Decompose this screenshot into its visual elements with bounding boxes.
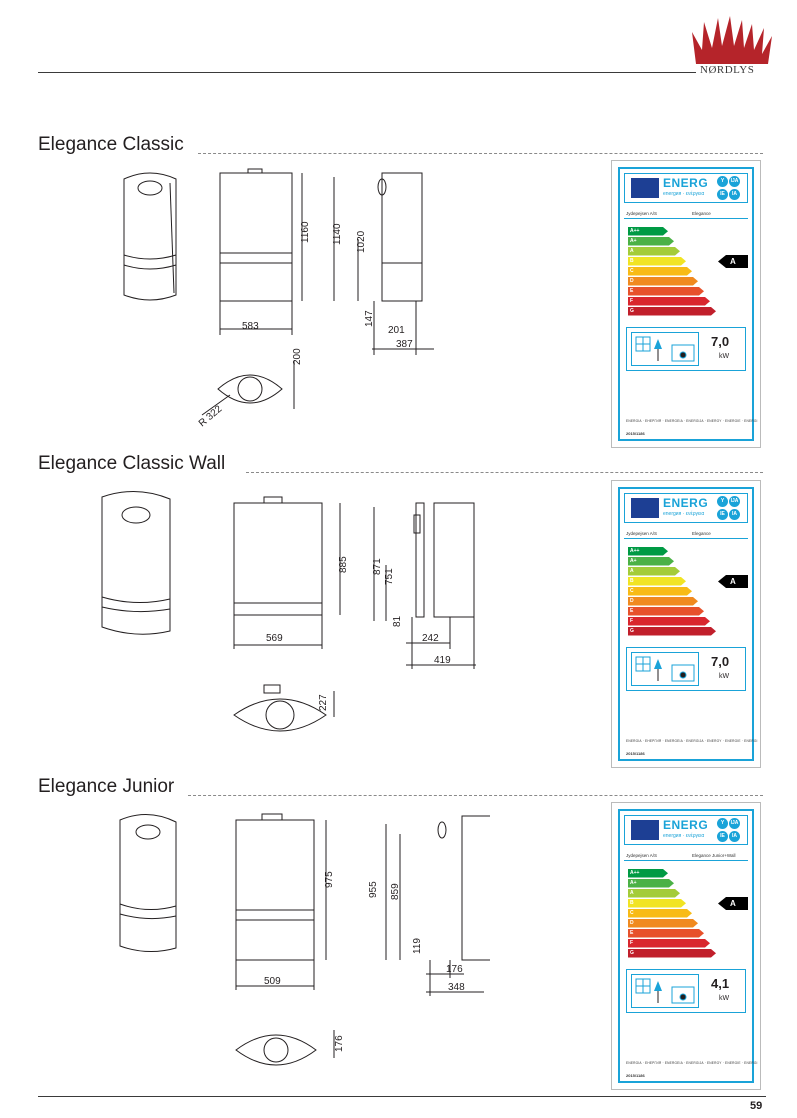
svg-text:583: 583 [242, 321, 259, 332]
label-header: ENERG energия · ενέργεια Y IJA IE IA [624, 493, 748, 523]
eu-flag-icon [631, 820, 659, 840]
section-rule-2 [246, 472, 763, 473]
eu-flag-icon [631, 498, 659, 518]
drawing-elegance-classic-wall: 885 871 751 569 81 242 419 227 [101, 490, 476, 732]
label-header: ENERG energия · ενέργεια Y IJA IE IA [624, 815, 748, 845]
svg-text:R 322: R 322 [197, 403, 225, 429]
svg-text:147: 147 [364, 310, 375, 327]
svg-text:348: 348 [448, 982, 465, 993]
energy-label-1: ENERG energия · ενέργεια Y IJA IE IA Jyd… [611, 160, 761, 448]
energy-bar-aplusplus: A++ [628, 547, 668, 556]
energy-bar-b: B [628, 257, 686, 266]
output-box: 7,0 kW [626, 327, 746, 371]
eu-flag-icon [631, 178, 659, 198]
svg-text:176: 176 [446, 964, 463, 975]
section-title-3: Elegance Junior [38, 776, 175, 797]
energy-bar-f: F [628, 617, 710, 626]
energy-label-2: ENERG energия · ενέργεια Y IJA IE IA Jyd… [611, 480, 761, 768]
output-box: 7,0 kW [626, 647, 746, 691]
section-rule-1 [198, 153, 763, 154]
brand-logo [690, 14, 774, 84]
drawing-elegance-junior: 975 955 859 509 119 176 348 176 [119, 813, 490, 1066]
energy-bar-aplus: A+ [628, 557, 674, 566]
energy-bar-d: D [628, 597, 698, 606]
svg-text:975: 975 [324, 871, 335, 888]
svg-text:176: 176 [334, 1035, 345, 1052]
section-rule-3 [188, 795, 763, 796]
svg-text:1140: 1140 [332, 223, 343, 245]
energy-bar-e: E [628, 287, 704, 296]
energy-bar-c: C [628, 909, 692, 918]
svg-text:242: 242 [422, 633, 439, 644]
svg-text:955: 955 [368, 881, 379, 898]
page-number: 59 [750, 1100, 763, 1112]
brand-name: NØRDLYS [700, 64, 755, 76]
energy-bar-aplusplus: A++ [628, 869, 668, 878]
svg-text:81: 81 [392, 615, 403, 627]
room-heating-icon [631, 332, 699, 366]
room-heating-icon [631, 652, 699, 686]
energy-bar-g: G [628, 627, 716, 636]
room-heating-icon [631, 974, 699, 1008]
svg-text:885: 885 [338, 556, 349, 573]
energy-class-arrow: A [718, 575, 748, 588]
energy-bar-a: A [628, 889, 680, 898]
svg-text:1160: 1160 [300, 221, 311, 243]
footer-rule [38, 1096, 766, 1097]
energy-scale: A++ A+ A B C D E F G [628, 547, 718, 643]
svg-text:871: 871 [372, 558, 383, 575]
svg-text:859: 859 [390, 883, 401, 900]
energy-bar-e: E [628, 607, 704, 616]
energy-bar-g: G [628, 949, 716, 958]
energy-bar-aplus: A+ [628, 879, 674, 888]
svg-text:1020: 1020 [356, 230, 367, 253]
svg-text:201: 201 [388, 325, 405, 336]
energy-bar-b: B [628, 577, 686, 586]
energy-bar-f: F [628, 939, 710, 948]
energy-bar-a: A [628, 247, 680, 256]
svg-text:569: 569 [266, 633, 283, 644]
energy-bar-b: B [628, 899, 686, 908]
energy-bar-aplusplus: A++ [628, 227, 668, 236]
energy-scale: A++ A+ A B C D E F G [628, 227, 718, 323]
energy-bar-d: D [628, 919, 698, 928]
energy-bar-e: E [628, 929, 704, 938]
energy-class-arrow: A [718, 897, 748, 910]
label-header: ENERG energия · ενέργεια Y IJA IE IA [624, 173, 748, 203]
section-title-1: Elegance Classic [38, 134, 184, 155]
energy-label-3: ENERG energия · ενέργεια Y IJA IE IA Jyd… [611, 802, 761, 1090]
svg-text:119: 119 [412, 938, 423, 954]
energy-bar-d: D [628, 277, 698, 286]
drawing-elegance-classic: 1160 1140 1020 583 147 201 387 200 R 322 [123, 168, 434, 429]
energy-bar-c: C [628, 267, 692, 276]
energy-bar-f: F [628, 297, 710, 306]
section-title-2: Elegance Classic Wall [38, 453, 226, 474]
energy-bar-aplus: A+ [628, 237, 674, 246]
header-rule [38, 72, 696, 73]
energy-bar-a: A [628, 567, 680, 576]
svg-text:387: 387 [396, 339, 413, 350]
energy-bar-c: C [628, 587, 692, 596]
svg-text:227: 227 [318, 694, 329, 711]
svg-text:509: 509 [264, 976, 281, 987]
energy-bar-g: G [628, 307, 716, 316]
flame-logo-icon [692, 16, 772, 64]
energy-scale: A++ A+ A B C D E F G [628, 869, 718, 965]
svg-text:419: 419 [434, 655, 451, 666]
output-box: 4,1 kW [626, 969, 746, 1013]
energy-class-arrow: A [718, 255, 748, 268]
svg-text:751: 751 [384, 568, 395, 585]
svg-text:200: 200 [292, 348, 303, 365]
